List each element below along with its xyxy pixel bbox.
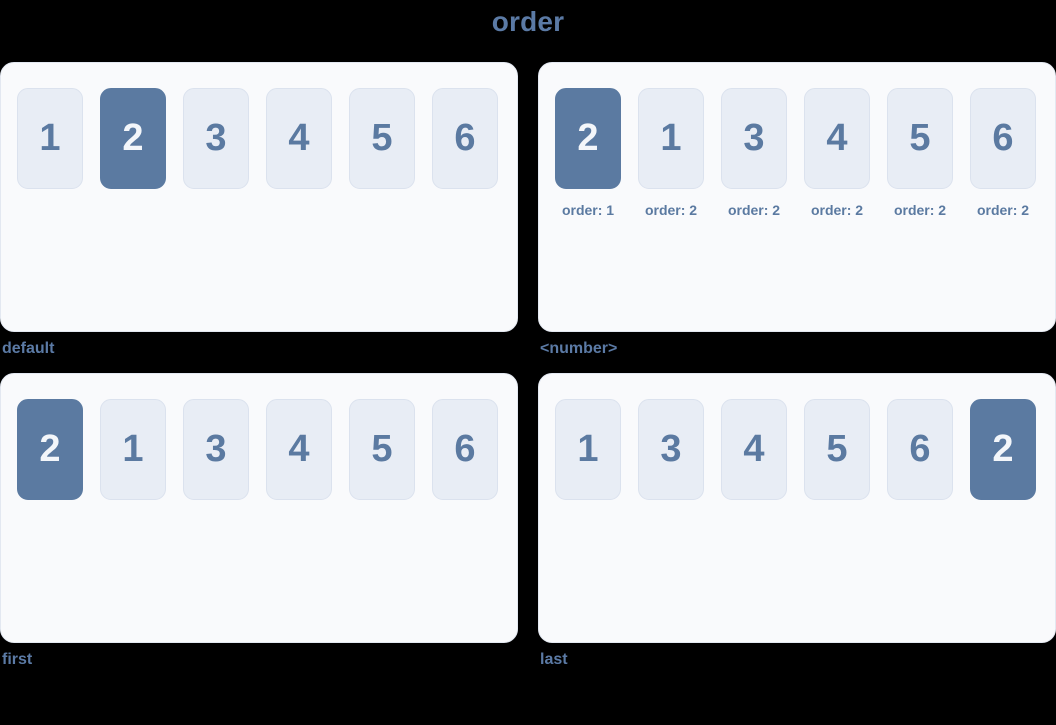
flex-item: 5: [349, 399, 415, 500]
flex-item-group: 3 order: 2: [721, 88, 787, 218]
flex-item: 5: [887, 88, 953, 189]
flex-item: 4: [266, 88, 332, 189]
demo-cell-first: 2 1 3 4 5 6 first: [0, 373, 518, 669]
panel-caption-last: last: [540, 651, 568, 668]
flex-item-highlighted: 2: [17, 399, 83, 500]
flex-item: 3: [638, 399, 704, 500]
flex-item: 5: [349, 88, 415, 189]
flex-item: 6: [970, 88, 1036, 189]
flex-item: 1: [100, 399, 166, 500]
flex-item: 3: [721, 88, 787, 189]
flex-item-highlighted: 2: [970, 399, 1036, 500]
order-value-label: order: 2: [810, 202, 864, 218]
panel-first: 2 1 3 4 5 6: [0, 373, 518, 643]
order-value-label: order: 2: [727, 202, 781, 218]
panel-caption-first: first: [2, 651, 33, 668]
demo-cell-number: 2 order: 1 1 order: 2 3 order: 2 4 order…: [538, 62, 1056, 358]
demo-grid: 1 2 3 4 5 6 default 2 order: 1 1 order: …: [0, 62, 1056, 669]
panel-default: 1 2 3 4 5 6: [0, 62, 518, 332]
panel-caption-default: default: [2, 340, 55, 357]
order-value-label: order: 1: [561, 202, 615, 218]
flex-item: 6: [887, 399, 953, 500]
page-title: order: [491, 6, 565, 37]
panel-caption-number: <number>: [540, 340, 618, 357]
flex-item: 1: [555, 399, 621, 500]
order-value-label: order: 2: [893, 202, 947, 218]
flex-item: 4: [804, 88, 870, 189]
flex-item-group: 5 order: 2: [887, 88, 953, 218]
flex-item-group: 6 order: 2: [970, 88, 1036, 218]
flex-item: 1: [638, 88, 704, 189]
panel-number: 2 order: 1 1 order: 2 3 order: 2 4 order…: [538, 62, 1056, 332]
flex-item: 6: [432, 399, 498, 500]
flex-item: 6: [432, 88, 498, 189]
flex-item-group: 2 order: 1: [555, 88, 621, 218]
demo-cell-last: 1 3 4 5 6 2 last: [538, 373, 1056, 669]
flex-item: 3: [183, 399, 249, 500]
flex-item-highlighted: 2: [100, 88, 166, 189]
flex-item: 5: [804, 399, 870, 500]
order-value-label: order: 2: [644, 202, 698, 218]
flex-item: 3: [183, 88, 249, 189]
flex-item: 1: [17, 88, 83, 189]
flex-item: 4: [721, 399, 787, 500]
flex-item: 4: [266, 399, 332, 500]
demo-cell-default: 1 2 3 4 5 6 default: [0, 62, 518, 358]
panel-last: 1 3 4 5 6 2: [538, 373, 1056, 643]
flex-item-group: 1 order: 2: [638, 88, 704, 218]
order-value-label: order: 2: [976, 202, 1030, 218]
flex-item-group: 4 order: 2: [804, 88, 870, 218]
flex-item-highlighted: 2: [555, 88, 621, 189]
